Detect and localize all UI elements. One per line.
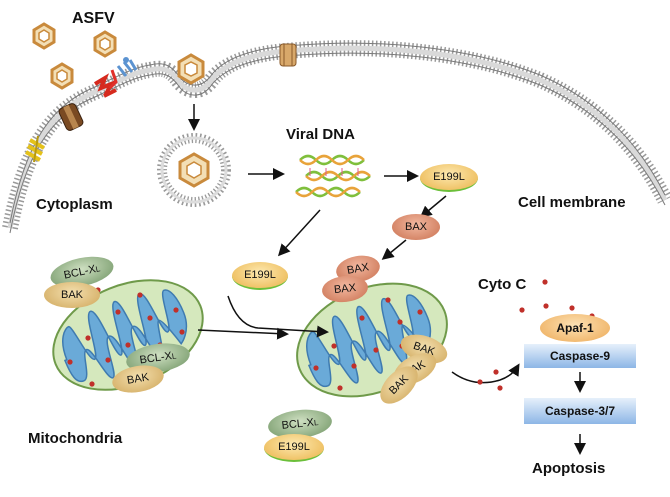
- cytoplasm-label: Cytoplasm: [36, 196, 113, 213]
- caspase-9-box: Caspase-9: [524, 344, 636, 368]
- bcl-xl-left-top-label: BCL-X: [62, 263, 97, 282]
- virion-3: [93, 30, 117, 58]
- bak-right-3-label: BAK: [386, 372, 412, 398]
- e199l-complex: E199L: [264, 434, 324, 462]
- asfv-label: ASFV: [72, 10, 115, 27]
- caspase-37-box: Caspase-3/7: [524, 398, 636, 424]
- viral-dna-label: Viral DNA: [286, 126, 355, 143]
- e199l-complex-label: E199L: [278, 441, 310, 453]
- apoptosis-label: Apoptosis: [532, 460, 606, 477]
- bak-left-top: BAK: [44, 282, 100, 308]
- bak-left-bottom-label: BAK: [126, 371, 150, 387]
- arrow-dna-to-e199l: [277, 209, 321, 257]
- bax-mito-1-label: BAX: [346, 261, 370, 277]
- bcl-xl-complex-label: BCL-X: [281, 416, 315, 432]
- cell-membrane-label: Cell membrane: [518, 194, 626, 211]
- e199l-top: E199L: [420, 164, 478, 192]
- bax-cytoplasm-label: BAX: [404, 221, 427, 233]
- arrow-e199l-to-mito: [227, 295, 329, 338]
- bak-left-top-label: BAK: [60, 289, 83, 301]
- membrane-receptor-red: [93, 69, 118, 98]
- caspase-37-label: Caspase-3/7: [544, 404, 616, 418]
- membrane-channel-left: [58, 103, 84, 131]
- bax-cytoplasm: BAX: [392, 214, 440, 240]
- e199l-top-label: E199L: [433, 171, 465, 183]
- cell-membrane: [2, 40, 670, 234]
- apaf1: Apaf-1: [540, 314, 610, 342]
- arrow-e199l-to-bax: [419, 195, 447, 218]
- membrane-receptor-blue: [116, 57, 138, 77]
- arrow-cytoc-release: [451, 363, 520, 384]
- apaf1-label: Apaf-1: [556, 321, 594, 335]
- e199l-middle: E199L: [232, 262, 288, 290]
- bcl-xl-left-top-sub: L: [94, 263, 101, 274]
- membrane-receptor-yellow: [25, 135, 45, 163]
- virion-entering: [177, 53, 205, 85]
- cyto-c-label: Cyto C: [478, 276, 527, 293]
- arrow-mito-left-to-right: [197, 327, 289, 340]
- arrow-bax-to-mito: [381, 239, 407, 260]
- mitochondria-label: Mitochondria: [28, 430, 123, 447]
- bcl-xl-complex-sub: L: [313, 417, 319, 428]
- membrane-channel-right: [279, 43, 297, 67]
- e199l-middle-label: E199L: [244, 269, 276, 281]
- bcl-xl-left-bottom-label: BCL-X: [138, 350, 173, 367]
- viral-dna-strands: [295, 154, 371, 198]
- bcl-xl-left-bottom-sub: L: [171, 350, 177, 361]
- virion-2: [50, 62, 74, 90]
- virion-1: [32, 22, 56, 50]
- caspase-9-label: Caspase-9: [549, 349, 611, 363]
- bax-mito-2-label: BAX: [333, 281, 357, 297]
- endosome: [157, 133, 231, 207]
